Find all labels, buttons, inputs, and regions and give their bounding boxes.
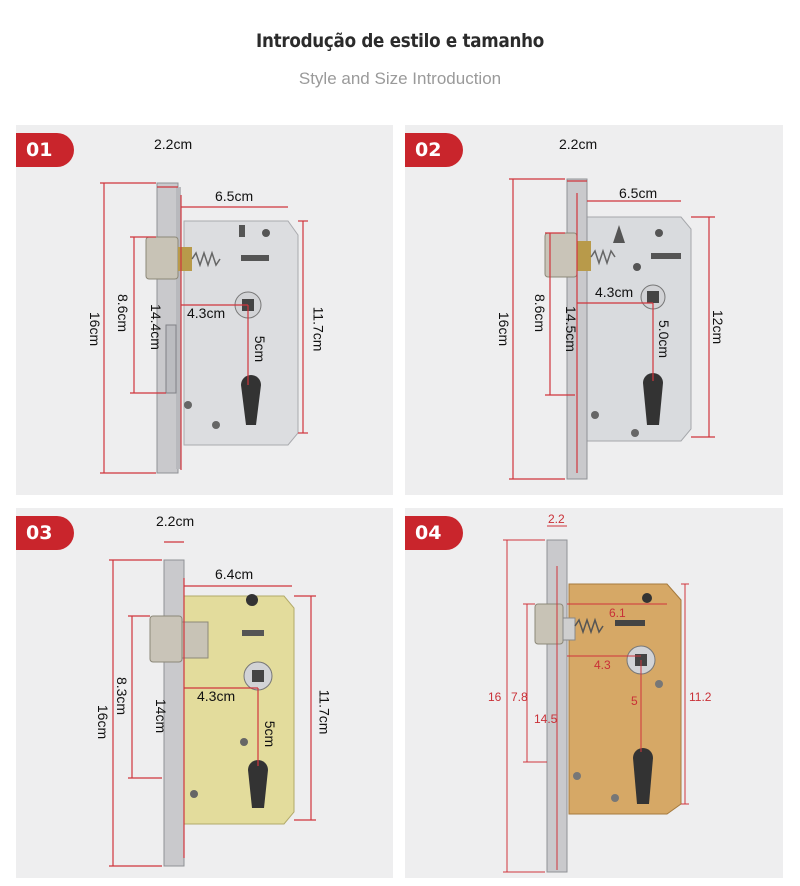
- center-distance-label: 5: [631, 694, 638, 708]
- lock-illustration-02: [509, 178, 715, 480]
- case-height-label: 12cm: [710, 309, 727, 345]
- backset-label: 4.3cm: [197, 688, 236, 704]
- lock-illustration-03: [109, 541, 316, 867]
- faceplate-inner-label: 14cm: [153, 698, 170, 734]
- latch-spacing-label: 8.6cm: [532, 293, 549, 333]
- lock-illustration-04: [503, 525, 689, 873]
- panel-badge: 03: [16, 516, 74, 550]
- panel-badge: 01: [16, 133, 74, 167]
- center-distance-label: 5cm: [252, 335, 269, 363]
- faceplate-inner-label: 14.4cm: [147, 304, 164, 350]
- faceplate-width-label: 2.2cm: [154, 136, 193, 152]
- case-width-label: 6.1: [609, 606, 626, 620]
- latch-spacing-label: 8.3cm: [114, 676, 131, 716]
- lock-panel-01: 01 2.2cm 6.5cm 16cm 8.6cm 14.4cm 4.3cm 5…: [16, 125, 393, 495]
- panel-badge: 04: [405, 516, 463, 550]
- backset-label: 4.3cm: [187, 305, 226, 321]
- case-width-label: 6.4cm: [215, 566, 254, 582]
- total-height-label: 16: [488, 690, 502, 704]
- center-distance-label: 5cm: [262, 720, 279, 748]
- latch-spacing-label: 8.6cm: [115, 293, 132, 333]
- panel-badge: 02: [405, 133, 463, 167]
- faceplate-width-label: 2.2: [548, 512, 565, 526]
- page-title: Introdução de estilo e tamanho: [256, 30, 544, 52]
- case-height-label: 11.7cm: [316, 689, 333, 735]
- case-height-label: 11.2: [689, 690, 712, 704]
- lock-panel-04: 04 2.2 6.1 16 7.8 14.5 4.3 5 11.2: [405, 508, 783, 878]
- backset-label: 4.3cm: [595, 284, 634, 300]
- total-height-label: 16cm: [95, 704, 112, 740]
- lock-panel-02: 02 2.2cm 6.5cm 16cm 8.6cm 14.5cm 4.3cm 5…: [405, 125, 783, 495]
- case-width-label: 6.5cm: [215, 188, 254, 204]
- total-height-label: 16cm: [496, 311, 513, 347]
- faceplate-width-label: 2.2cm: [156, 513, 195, 529]
- faceplate-inner-label: 14.5: [534, 712, 558, 726]
- page-subtitle: Style and Size Introduction: [298, 69, 502, 88]
- case-width-label: 6.5cm: [619, 185, 658, 201]
- faceplate-width-label: 2.2cm: [559, 136, 598, 152]
- latch-spacing-label: 7.8: [511, 690, 528, 704]
- case-height-label: 11.7cm: [310, 306, 327, 352]
- lock-panel-03: 03 2.2cm 6.4cm 16cm 8.3cm 14cm 4.3cm 5cm…: [16, 508, 393, 878]
- backset-label: 4.3: [594, 658, 611, 672]
- lock-illustration-01: [100, 182, 308, 474]
- center-distance-label: 5.0cm: [656, 319, 673, 359]
- total-height-label: 16cm: [87, 311, 104, 347]
- faceplate-inner-label: 14.5cm: [562, 306, 579, 352]
